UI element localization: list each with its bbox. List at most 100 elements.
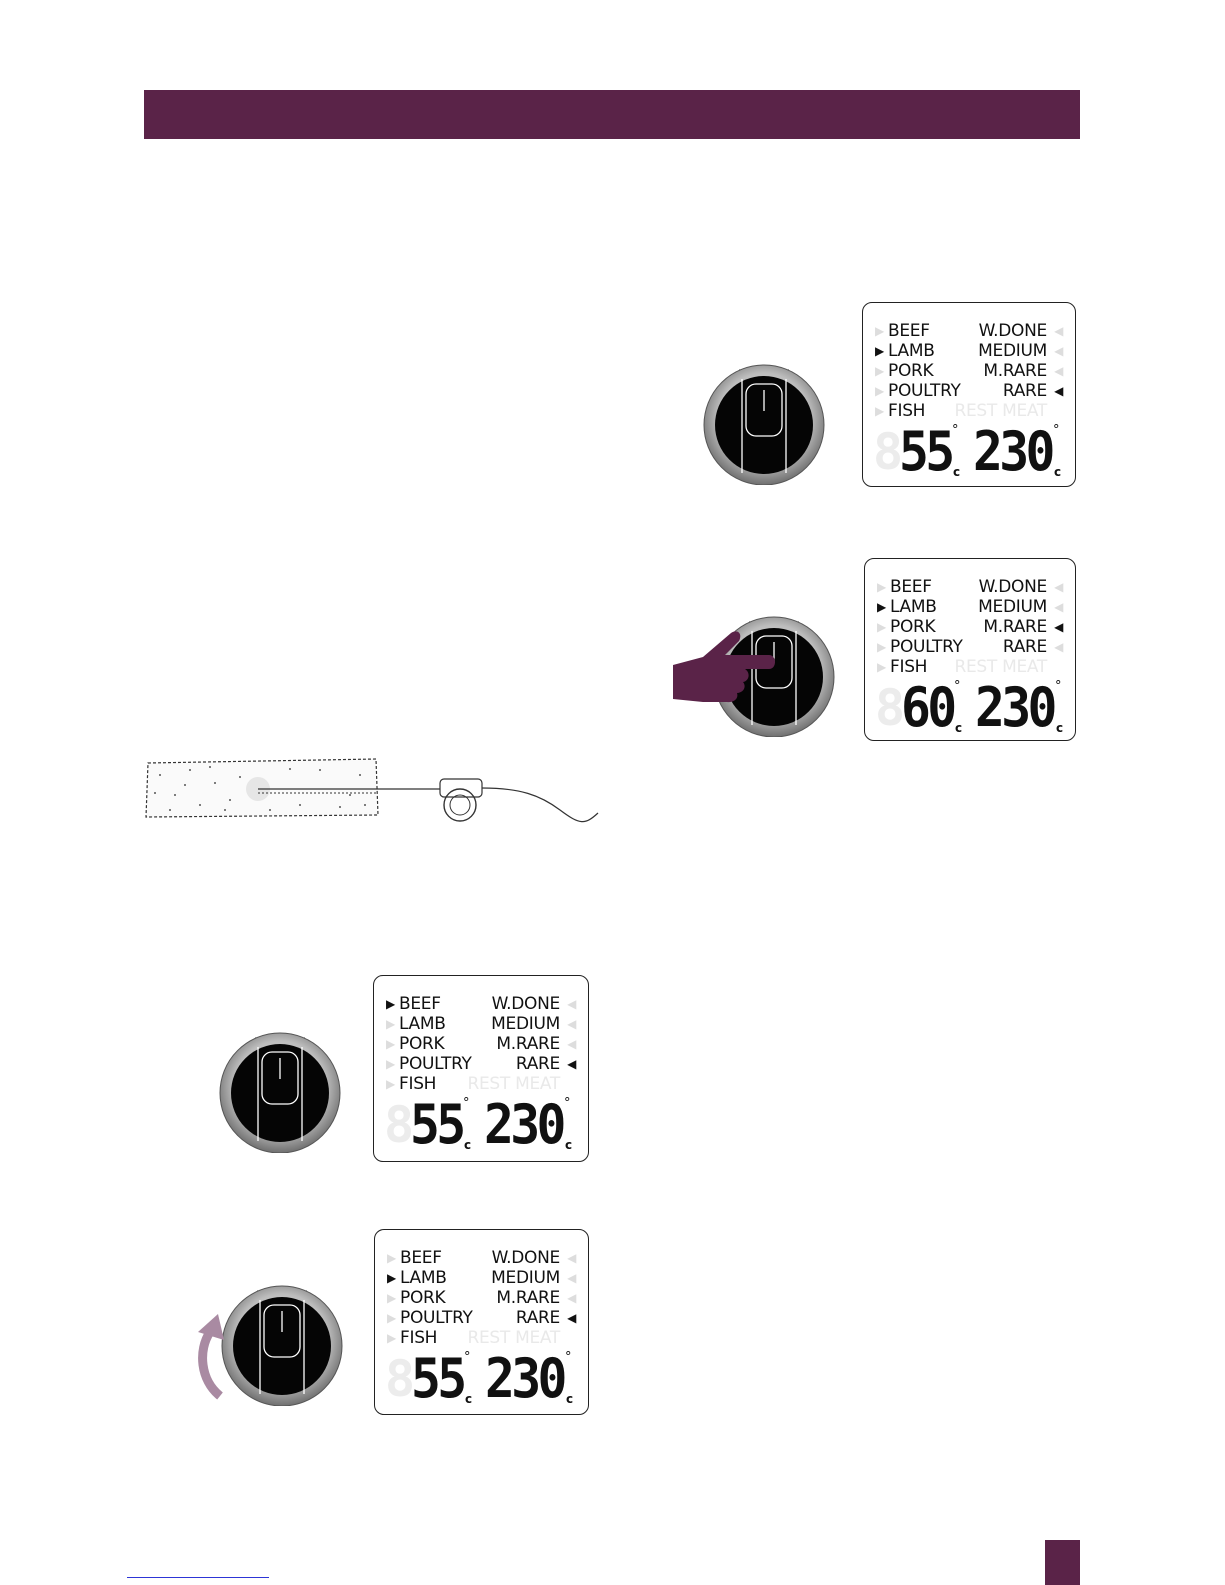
page-number-tab <box>1045 1540 1080 1585</box>
degree-symbol: ° <box>954 679 961 694</box>
meat-label: BEEF <box>399 994 441 1014</box>
lcd-ghost-digit: 8 <box>875 679 905 737</box>
header-bar <box>144 90 1080 139</box>
doneness-label: MEDIUM <box>491 1014 560 1034</box>
rest-meat-label: REST MEAT <box>954 657 1047 677</box>
selector-triangle-icon: ▶ <box>877 580 886 594</box>
doneness-label: W.DONE <box>491 994 561 1014</box>
doneness-label: RARE <box>515 1054 560 1074</box>
degree-symbol: ° <box>952 423 959 438</box>
unit-label: c <box>953 465 961 479</box>
probe-temp-readout: 60 <box>901 676 957 739</box>
selector-triangle-icon: ◀ <box>1054 384 1063 398</box>
doneness-label: RARE <box>1002 381 1047 401</box>
footer-link[interactable] <box>127 1577 269 1578</box>
meat-label: PORK <box>888 361 934 381</box>
degree-symbol: ° <box>464 1350 471 1365</box>
doneness-label: M.RARE <box>496 1034 560 1054</box>
probe-temp-readout: 55 <box>411 1347 467 1410</box>
doneness-label: W.DONE <box>978 577 1048 597</box>
selector-triangle-icon: ▶ <box>387 1311 396 1325</box>
selector-triangle-icon: ▶ <box>386 1017 395 1031</box>
doneness-label: RARE <box>1002 637 1047 657</box>
meat-label: BEEF <box>888 321 930 341</box>
selector-triangle-icon: ◀ <box>567 1271 576 1285</box>
rotate-arrow-icon <box>190 1310 235 1400</box>
selector-triangle-icon: ◀ <box>567 1057 576 1071</box>
selector-triangle-icon: ▶ <box>387 1271 396 1285</box>
selector-triangle-icon: ◀ <box>567 1017 576 1031</box>
meat-label: FISH <box>888 401 926 421</box>
selector-triangle-icon: ▶ <box>386 1037 395 1051</box>
doneness-label: RARE <box>515 1308 560 1328</box>
dial-knob-icon[interactable] <box>218 1023 342 1153</box>
meat-probe-illustration <box>140 755 600 835</box>
selector-triangle-icon: ▶ <box>875 344 884 358</box>
dial-knob-icon[interactable] <box>712 607 836 737</box>
meat-label: POULTRY <box>400 1308 473 1328</box>
oven-temp-readout: 230 <box>975 676 1057 739</box>
meat-label: POULTRY <box>888 381 961 401</box>
selector-triangle-icon: ◀ <box>567 997 576 1011</box>
meat-probe-icon <box>145 758 599 823</box>
degree-symbol: ° <box>1055 679 1062 694</box>
doneness-label: W.DONE <box>491 1248 561 1268</box>
unit-label: c <box>955 721 963 735</box>
selector-triangle-icon: ▶ <box>875 384 884 398</box>
meat-label: FISH <box>399 1074 437 1094</box>
selector-triangle-icon: ▶ <box>875 364 884 378</box>
doneness-label: M.RARE <box>496 1288 560 1308</box>
selector-triangle-icon: ▶ <box>877 660 886 674</box>
meat-label: LAMB <box>400 1268 447 1288</box>
selector-triangle-icon: ▶ <box>387 1291 396 1305</box>
meat-label: FISH <box>890 657 928 677</box>
selector-triangle-icon: ◀ <box>567 1251 576 1265</box>
unit-label: c <box>566 1392 574 1406</box>
selector-triangle-icon: ◀ <box>1054 324 1063 338</box>
lcd-ghost-digit: 8 <box>873 423 903 481</box>
oven-temp-readout: 230 <box>973 420 1055 483</box>
rest-meat-label: REST MEAT <box>467 1328 560 1348</box>
selector-triangle-icon: ◀ <box>567 1037 576 1051</box>
meat-label: FISH <box>400 1328 438 1348</box>
probe-temp-readout: 55 <box>899 420 955 483</box>
doneness-label: M.RARE <box>983 617 1047 637</box>
degree-symbol: ° <box>565 1350 572 1365</box>
selector-triangle-icon: ▶ <box>875 404 884 418</box>
selector-triangle-icon: ▶ <box>877 620 886 634</box>
oven-temp-readout: 230 <box>485 1347 567 1410</box>
selector-triangle-icon: ▶ <box>386 997 395 1011</box>
unit-label: c <box>1054 465 1062 479</box>
pointing-hand-icon <box>673 627 783 707</box>
unit-label: c <box>464 1138 472 1152</box>
selector-triangle-icon: ◀ <box>1054 344 1063 358</box>
dial-knob-icon[interactable] <box>702 355 826 485</box>
lcd-ghost-digit: 8 <box>385 1350 415 1408</box>
probe-temp-readout: 55 <box>410 1093 466 1156</box>
doneness-label: MEDIUM <box>491 1268 560 1288</box>
selector-triangle-icon: ◀ <box>567 1291 576 1305</box>
lcd-row: ▶ FISH REST MEAT <box>865 657 1075 677</box>
selector-triangle-icon: ◀ <box>567 1311 576 1325</box>
selector-triangle-icon: ◀ <box>1054 364 1063 378</box>
doneness-label: M.RARE <box>983 361 1047 381</box>
degree-symbol: ° <box>463 1096 470 1111</box>
dial-knob-icon[interactable] <box>220 1276 344 1406</box>
lcd-row: ▶ POULTRY RARE ◀ <box>375 1308 588 1328</box>
degree-symbol: ° <box>1053 423 1060 438</box>
